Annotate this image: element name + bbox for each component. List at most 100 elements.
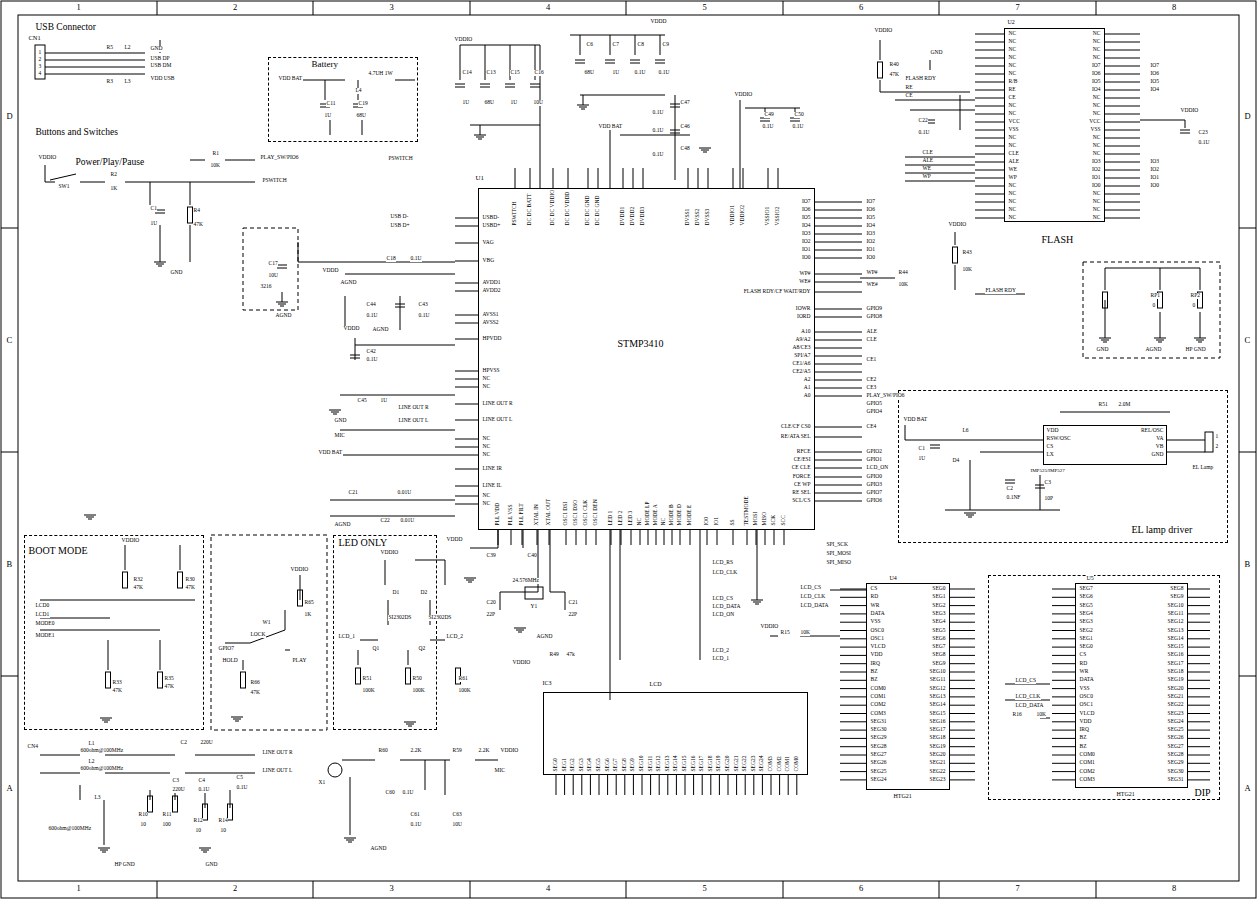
pin-stub xyxy=(1188,672,1210,673)
schematic-label: LCD_DATA xyxy=(1015,703,1044,709)
schematic-label: 3 xyxy=(389,884,394,893)
schematic-label: 2 xyxy=(233,884,238,893)
schematic-label: CLE xyxy=(922,150,933,156)
pin-stub xyxy=(1188,663,1210,664)
schematic-label: B xyxy=(1244,560,1251,569)
schematic-label: SEG4 xyxy=(1079,611,1093,617)
schematic-label: 10K xyxy=(962,267,972,273)
ground-symbol xyxy=(346,840,354,841)
cap-group-outline xyxy=(243,228,298,310)
pin-stub xyxy=(1105,122,1140,123)
schematic-label: 47K xyxy=(112,688,122,694)
ground-symbol xyxy=(102,852,106,853)
pin-stub xyxy=(1105,186,1140,187)
schematic-label: GPIO9 xyxy=(866,306,883,312)
schematic-label: 2 xyxy=(1215,444,1219,450)
ground-symbol xyxy=(231,717,243,718)
schematic-label: SEG4 xyxy=(587,758,593,772)
schematic-label: OSC1 xyxy=(870,636,884,642)
schematic-label: SEG8 xyxy=(1170,586,1184,592)
schematic-label: SEG1 xyxy=(562,758,568,772)
schematic-label: R49 xyxy=(549,652,559,658)
pin-stub xyxy=(975,114,1004,115)
schematic-label: COM3 xyxy=(768,756,774,772)
schematic-label: C xyxy=(6,336,13,345)
schematic-label: NC xyxy=(482,376,491,382)
schematic-label: 0.1U xyxy=(634,70,646,76)
schematic-label: LCD_CS xyxy=(712,596,733,602)
schematic-label: LED 3 xyxy=(628,510,634,526)
schematic-label: MISO xyxy=(762,511,768,526)
schematic-label: SEG0 xyxy=(553,758,559,772)
crystal-symbol xyxy=(525,587,543,599)
pin-stub xyxy=(708,168,709,188)
pin-stub xyxy=(607,775,608,795)
ground-symbol xyxy=(158,266,162,267)
capacitor-symbol xyxy=(277,268,287,269)
schematic-label: LCD_DATA xyxy=(800,603,829,609)
pin-stub xyxy=(590,775,591,795)
schematic-label: IO3 xyxy=(801,231,811,237)
pin-stub xyxy=(455,283,478,284)
schematic-label: 10K xyxy=(1036,712,1046,718)
pin-stub xyxy=(685,775,686,795)
schematic-label: SEG29 xyxy=(1167,760,1184,766)
pin-stub xyxy=(1105,202,1140,203)
usb-connector-symbol xyxy=(35,45,45,79)
schematic-label: 47k xyxy=(566,652,575,658)
schematic-label: 10 xyxy=(220,828,227,834)
pin-stub xyxy=(455,455,478,456)
schematic-label: NC xyxy=(482,384,491,390)
schematic-label: NC xyxy=(1008,135,1017,141)
ground-outline xyxy=(1083,262,1220,358)
ground-symbol xyxy=(1156,340,1164,341)
pin-stub xyxy=(1105,194,1140,195)
pin-stub xyxy=(1052,746,1075,747)
capacitor-symbol xyxy=(930,445,940,446)
schematic-label: RE xyxy=(905,85,913,91)
schematic-label: 1U xyxy=(380,398,388,404)
pin-stub xyxy=(1105,130,1140,131)
capacitor-symbol xyxy=(350,355,360,356)
pin-stub xyxy=(537,530,538,545)
schematic-label: IO3 xyxy=(866,231,876,237)
pin-stub xyxy=(975,218,1004,219)
pin-stub xyxy=(642,775,643,795)
dashed-region: IMP525/IMP527EL lamp driver xyxy=(898,390,1228,543)
schematic-label: IO4 xyxy=(866,223,876,229)
ground-symbol xyxy=(1103,342,1107,343)
schematic-label: SEG10 xyxy=(929,669,946,675)
schematic-label: IO0 xyxy=(704,516,710,526)
schematic-label: SEG25 xyxy=(1167,727,1184,733)
schematic-label: DATA xyxy=(870,611,885,617)
schematic-label: GPIO0 xyxy=(866,474,883,480)
pin-stub xyxy=(815,317,862,318)
pin-stub xyxy=(1188,763,1210,764)
schematic-label: HP GND xyxy=(114,862,135,868)
pin-stub xyxy=(1188,755,1210,756)
pin-stub xyxy=(1052,763,1075,764)
pin-stub xyxy=(690,530,691,545)
schematic-label: FLASH RDY xyxy=(905,76,936,82)
pin-stub xyxy=(975,82,1004,83)
pin-stub xyxy=(1052,655,1075,656)
schematic-label: SEG17 xyxy=(929,727,946,733)
ground-symbol xyxy=(233,719,241,720)
pin-stub xyxy=(753,775,754,795)
schematic-label: SEG10 xyxy=(639,755,645,772)
schematic-label: CE/ESI xyxy=(793,457,811,463)
schematic-label: 10U xyxy=(533,100,543,106)
schematic-label: 0.1U xyxy=(410,256,422,262)
capacitor-symbol xyxy=(505,87,515,88)
resistor-symbol xyxy=(123,572,128,588)
pin-stub xyxy=(815,427,862,428)
schematic-label: 10K xyxy=(210,163,220,169)
node-heading: U5 xyxy=(1086,575,1094,581)
schematic-label: CLE/CF CS0 xyxy=(781,424,812,430)
schematic-label: NC xyxy=(1008,111,1017,117)
pin-stub xyxy=(1052,589,1075,590)
capacitor-symbol xyxy=(395,307,405,308)
pin-stub xyxy=(672,530,673,545)
schematic-label: NC xyxy=(1092,191,1101,197)
schematic-label: C40 xyxy=(527,553,537,559)
